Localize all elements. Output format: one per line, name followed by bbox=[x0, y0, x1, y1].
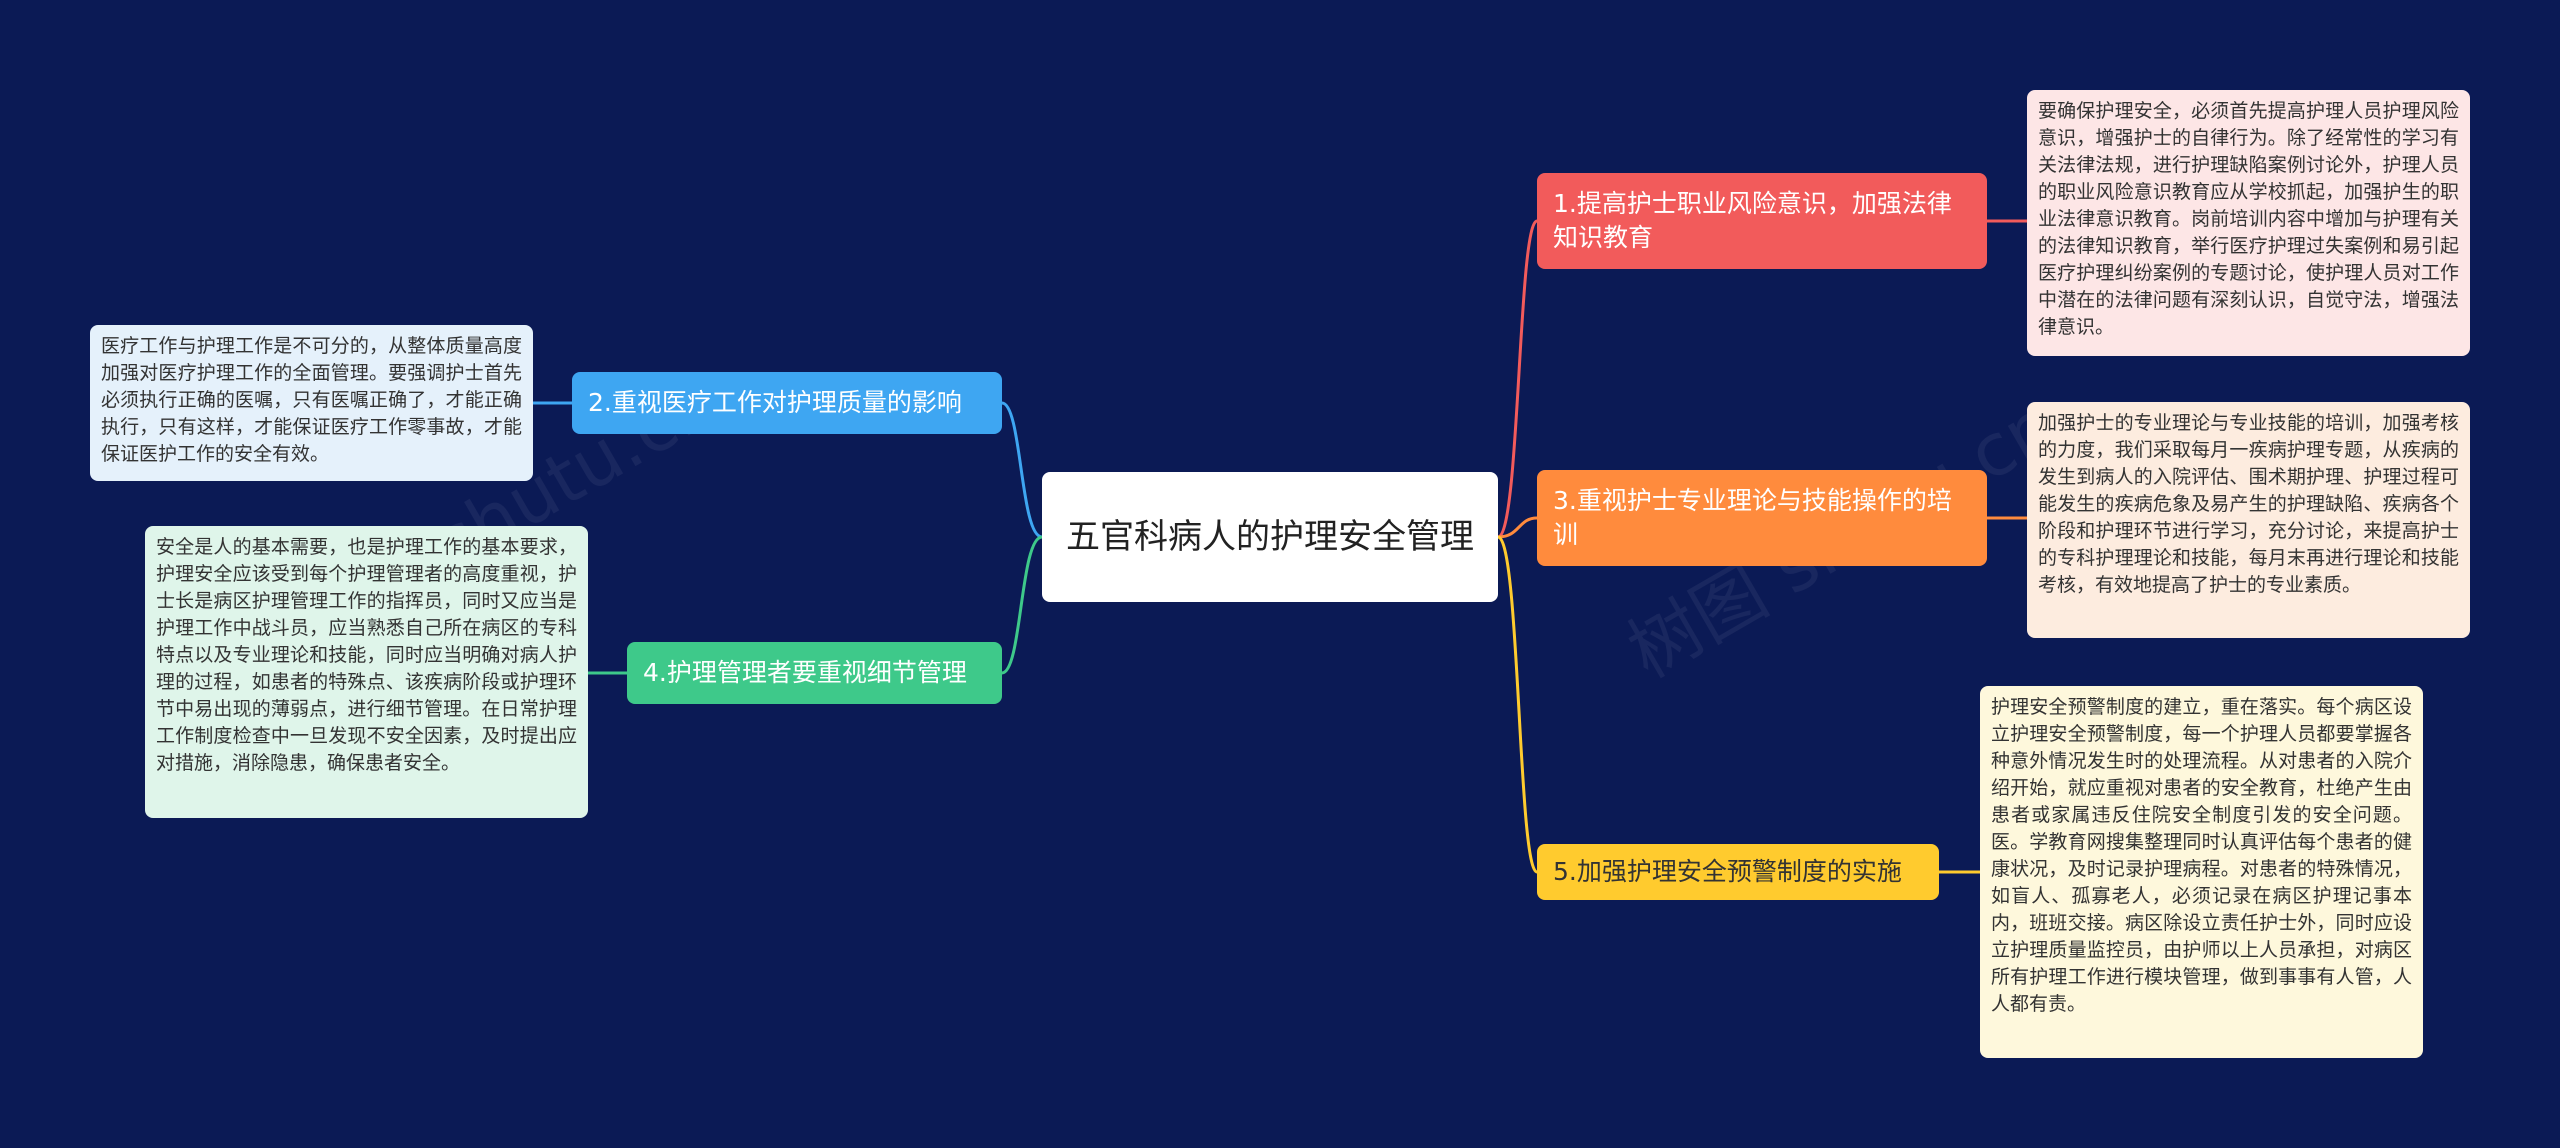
branch-5-topic[interactable]: 5.加强护理安全预警制度的实施 bbox=[1537, 844, 1939, 900]
connector-root-b5 bbox=[1496, 535, 1539, 874]
branch-3-detail-text: 加强护士的专业理论与专业技能的培训，加强考核的力度，我们采取每月一疾病护理专题，… bbox=[2038, 412, 2459, 596]
root-topic-label: 五官科病人的护理安全管理 bbox=[1066, 517, 1474, 557]
branch-4-label: 4.护理管理者要重视细节管理 bbox=[643, 658, 967, 687]
connector-root-b4 bbox=[1001, 535, 1043, 675]
branch-2-detail-text: 医疗工作与护理工作是不可分的，从整体质量高度加强对医疗护理工作的全面管理。要强调… bbox=[101, 335, 522, 465]
branch-3-label: 3.重视护士专业理论与技能操作的培训 bbox=[1553, 486, 1952, 549]
branch-5-detail-text: 护理安全预警制度的建立，重在落实。每个病区设立护理安全预警制度，每一个护理人员都… bbox=[1991, 696, 2412, 1015]
connector-root-b3 bbox=[1497, 516, 1538, 539]
branch-5-label: 5.加强护理安全预警制度的实施 bbox=[1553, 857, 1902, 886]
branch-4-detail-text: 安全是人的基本需要，也是护理工作的基本要求，护理安全应该受到每个护理管理者的高度… bbox=[156, 536, 577, 774]
branch-1-detail[interactable]: 要确保护理安全，必须首先提高护理人员护理风险意识，增强护士的自律行为。除了经常性… bbox=[2027, 90, 2470, 356]
root-topic[interactable]: 五官科病人的护理安全管理 bbox=[1042, 472, 1498, 602]
branch-4-topic[interactable]: 4.护理管理者要重视细节管理 bbox=[627, 642, 1002, 704]
branch-1-topic[interactable]: 1.提高护士职业风险意识，加强法律知识教育 bbox=[1537, 173, 1987, 269]
branch-2-detail[interactable]: 医疗工作与护理工作是不可分的，从整体质量高度加强对医疗护理工作的全面管理。要强调… bbox=[90, 325, 533, 481]
branch-1-label: 1.提高护士职业风险意识，加强法律知识教育 bbox=[1553, 189, 1952, 252]
branch-2-topic[interactable]: 2.重视医疗工作对护理质量的影响 bbox=[572, 372, 1002, 434]
connector-root-b2 bbox=[1001, 401, 1043, 539]
branch-3-topic[interactable]: 3.重视护士专业理论与技能操作的培训 bbox=[1537, 470, 1987, 566]
connector-root-b1 bbox=[1496, 219, 1539, 539]
branch-3-detail[interactable]: 加强护士的专业理论与专业技能的培训，加强考核的力度，我们采取每月一疾病护理专题，… bbox=[2027, 402, 2470, 638]
branch-1-detail-text: 要确保护理安全，必须首先提高护理人员护理风险意识，增强护士的自律行为。除了经常性… bbox=[2038, 100, 2459, 338]
branch-2-label: 2.重视医疗工作对护理质量的影响 bbox=[588, 388, 962, 417]
branch-4-detail[interactable]: 安全是人的基本需要，也是护理工作的基本要求，护理安全应该受到每个护理管理者的高度… bbox=[145, 526, 588, 818]
branch-5-detail[interactable]: 护理安全预警制度的建立，重在落实。每个病区设立护理安全预警制度，每一个护理人员都… bbox=[1980, 686, 2423, 1058]
